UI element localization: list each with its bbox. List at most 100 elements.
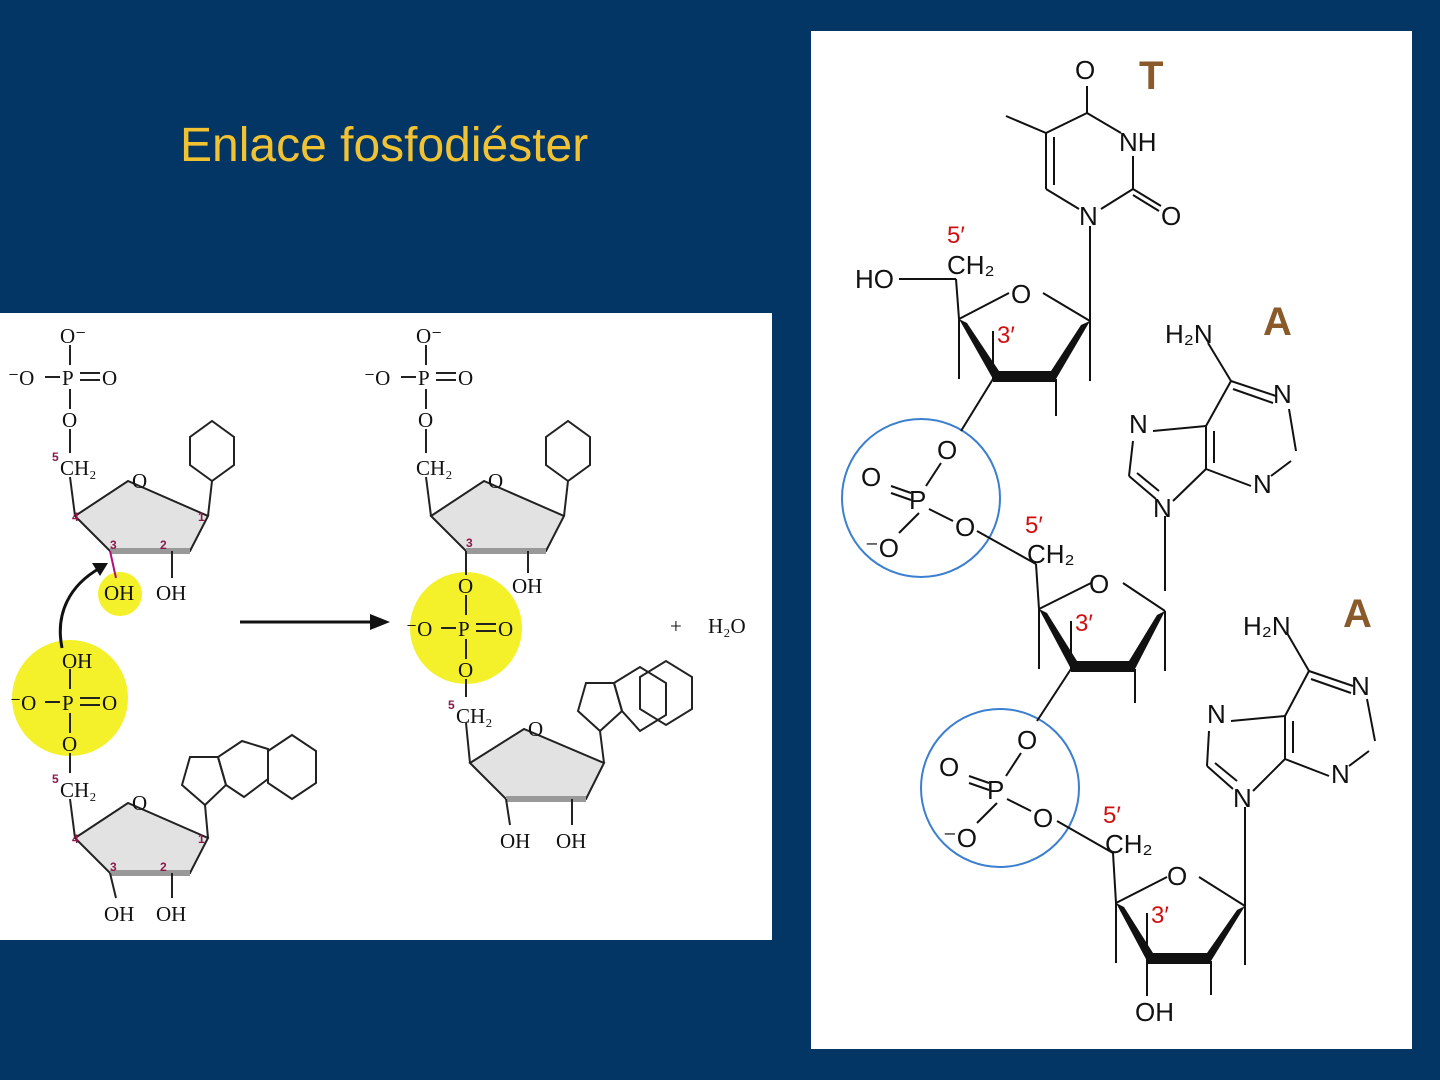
thymine-o-top: O bbox=[1075, 55, 1095, 85]
ho-label: HO bbox=[855, 264, 894, 294]
prod-o-bridge: O bbox=[418, 408, 433, 432]
adenine-2-labels: H₂N N N N N A bbox=[1207, 592, 1372, 813]
sugar-1-labels: HO CH₂ 5′ O 3′ bbox=[855, 222, 1031, 349]
prod-o-double: O bbox=[458, 366, 473, 390]
nucleotide-top-left-labels: O⁻ ⁻O P O O 5 CH₂ O 4 3 2 1 OH OH bbox=[8, 324, 205, 605]
thymine-labels: O NH N O T bbox=[1075, 54, 1181, 231]
thymine-n: N bbox=[1079, 201, 1098, 231]
ch2-label: CH₂ bbox=[60, 456, 97, 480]
slide-title: Enlace fosfodiéster bbox=[180, 119, 589, 172]
a2-nh2: H₂N bbox=[1243, 611, 1291, 641]
phosphate-1 bbox=[890, 462, 1037, 565]
carbon-2-b: 2 bbox=[160, 860, 167, 874]
carbon-1-b: 1 bbox=[198, 832, 205, 846]
dna-strand-diagram: O NH N O T HO CH₂ 5′ O 3′ O O P bbox=[841, 54, 1376, 1027]
phosphate-1-labels: O O P ⁻O O bbox=[861, 435, 975, 563]
prod-ring-o: O bbox=[488, 469, 503, 493]
a1-n1: N bbox=[1273, 379, 1292, 409]
ring-o-3: O bbox=[1167, 861, 1187, 891]
ring-o: O bbox=[132, 469, 147, 493]
reaction-arrow-head bbox=[370, 614, 390, 630]
carbon-4-b: 4 bbox=[72, 832, 79, 846]
prod-o-minus-top: O⁻ bbox=[416, 324, 442, 348]
p1-p: P bbox=[909, 485, 926, 515]
a2-n1: N bbox=[1351, 671, 1370, 701]
base-letter-t: T bbox=[1139, 54, 1163, 98]
free-p: P bbox=[62, 691, 74, 715]
sugar-3 bbox=[1112, 852, 1246, 996]
p2-p: P bbox=[987, 775, 1004, 805]
ch2-1: CH₂ bbox=[947, 250, 995, 280]
ch2-label-b: CH₂ bbox=[60, 778, 97, 802]
five-prime-3: 5′ bbox=[1103, 802, 1121, 829]
nucleophilic-attack-arrow bbox=[58, 566, 101, 649]
carbon-3-b: 3 bbox=[110, 860, 117, 874]
p2-o-minus: ⁻O bbox=[943, 823, 977, 853]
base-letter-a2: A bbox=[1343, 592, 1372, 636]
plus-sign: + bbox=[670, 614, 682, 638]
ch2-3: CH₂ bbox=[1105, 829, 1153, 859]
ring-o-2: O bbox=[1089, 569, 1109, 599]
dna-strand-panel: O NH N O T HO CH₂ 5′ O 3′ O O P bbox=[811, 31, 1412, 1049]
prod-phos-o-bottom: O bbox=[458, 658, 473, 682]
three-prime-1: 3′ bbox=[997, 322, 1015, 349]
p2-o-top: O bbox=[1017, 725, 1037, 755]
free-o-bridge: O bbox=[62, 732, 77, 756]
ch2-2: CH₂ bbox=[1027, 539, 1075, 569]
highlight-free-phosphate bbox=[12, 640, 128, 756]
prod-phos-o-double: O bbox=[498, 617, 513, 641]
condensation-reaction-panel: O⁻ ⁻O P O O 5 CH₂ O 4 3 2 1 OH OH OH ⁻O bbox=[0, 313, 772, 940]
free-oh: OH bbox=[62, 649, 92, 673]
prod-phos-o-minus: ⁻O bbox=[406, 617, 432, 641]
free-o-minus: ⁻O bbox=[10, 691, 36, 715]
adenine-base-2 bbox=[1206, 632, 1376, 906]
o-minus-left: ⁻O bbox=[8, 366, 34, 390]
phosphodiester-circle-2 bbox=[920, 708, 1080, 868]
phosphodiester-circle-1 bbox=[841, 418, 1001, 578]
oh-2-b: OH bbox=[156, 902, 186, 926]
condensation-reaction-diagram: O⁻ ⁻O P O O 5 CH₂ O 4 3 2 1 OH OH OH ⁻O bbox=[8, 324, 746, 926]
p2-o-bridge: O bbox=[1033, 803, 1053, 833]
carbon-5: 5 bbox=[52, 450, 59, 464]
phosphate-2-labels: O O P ⁻O O bbox=[939, 725, 1053, 853]
oh-3: OH bbox=[104, 581, 134, 605]
five-prime-1: 5′ bbox=[947, 222, 965, 249]
carbon-4: 4 bbox=[72, 510, 79, 524]
prod-phos-o-top: O bbox=[458, 574, 473, 598]
base-letter-a1: A bbox=[1263, 300, 1292, 344]
a1-n7: N bbox=[1129, 409, 1148, 439]
a1-n9: N bbox=[1153, 493, 1172, 523]
nucleotide-bottom-left-labels: OH ⁻O P O O 5 CH₂ O 4 3 2 1 OH OH bbox=[10, 649, 205, 926]
carbon-5-b: 5 bbox=[52, 772, 59, 786]
product-dinucleotide-labels: O⁻ ⁻O P O O CH₂ O 3 OH O ⁻O P O O 5 CH₂ … bbox=[364, 324, 746, 853]
p-atom: P bbox=[62, 366, 74, 390]
three-prime-2: 3′ bbox=[1075, 610, 1093, 637]
prod-ring-o-b: O bbox=[528, 717, 543, 741]
curved-arrow-head bbox=[92, 563, 108, 576]
carbon-2: 2 bbox=[160, 538, 167, 552]
prod-oh-2: OH bbox=[512, 574, 542, 598]
p1-o-double: O bbox=[861, 462, 881, 492]
a2-n3: N bbox=[1331, 759, 1350, 789]
ring-o-1: O bbox=[1011, 279, 1031, 309]
o-minus-top: O⁻ bbox=[60, 324, 86, 348]
prod-ch2: CH₂ bbox=[416, 456, 453, 480]
nucleotide-bottom-left bbox=[45, 669, 317, 899]
product-dinucleotide bbox=[401, 345, 693, 826]
p1-o-minus: ⁻O bbox=[865, 533, 899, 563]
prod-carbon-5: 5 bbox=[448, 698, 455, 712]
a1-nh2: H₂N bbox=[1165, 319, 1213, 349]
thymine-base bbox=[1005, 86, 1162, 321]
o-double: O bbox=[102, 366, 117, 390]
highlight-product-phosphate bbox=[410, 572, 522, 684]
phosphate-2 bbox=[968, 752, 1114, 854]
sugar-2-labels: CH₂ 5′ O 3′ bbox=[1025, 512, 1109, 637]
prod-oh-3-b: OH bbox=[500, 829, 530, 853]
five-prime-2: 5′ bbox=[1025, 512, 1043, 539]
a1-n3: N bbox=[1253, 469, 1272, 499]
sugar-3-labels: CH₂ 5′ O 3′ OH bbox=[1103, 802, 1187, 1027]
sugar-2 bbox=[1035, 563, 1166, 722]
oh-3-b: OH bbox=[104, 902, 134, 926]
water-label: H₂O bbox=[708, 614, 746, 638]
p1-o-bridge: O bbox=[955, 512, 975, 542]
